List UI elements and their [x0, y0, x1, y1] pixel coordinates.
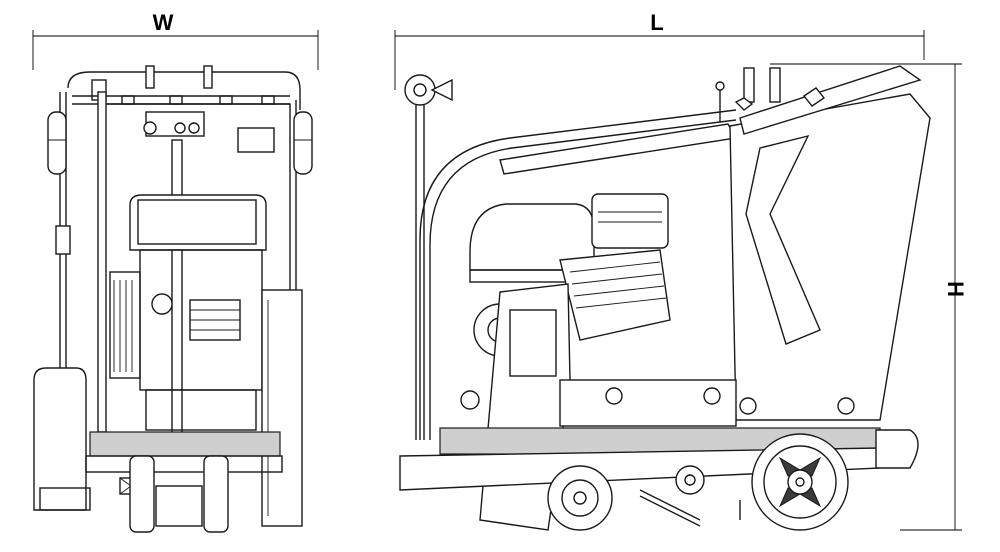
left-grip [47, 111, 67, 175]
width-dimension: W [32, 10, 319, 70]
front-wheel-right [203, 455, 229, 533]
recoil-starter [109, 271, 141, 379]
right-grip [293, 111, 313, 175]
air-filter [591, 193, 669, 249]
front-view [33, 65, 313, 533]
main-housing [729, 93, 931, 421]
blade-guard-front [261, 289, 303, 527]
front-wheel-left [129, 455, 155, 533]
left-bracket [33, 367, 87, 511]
engine-tank [129, 194, 267, 251]
frame-crossbar [499, 123, 738, 175]
guide-wheel-side [675, 465, 705, 495]
height-dimension: H [770, 63, 968, 531]
length-dimension: L [394, 10, 925, 90]
height-label: H [943, 281, 968, 297]
length-label: L [650, 10, 663, 35]
tow-hook [875, 429, 919, 469]
side-view [399, 65, 931, 531]
rear-wheel-side [751, 433, 849, 531]
width-label: W [153, 10, 174, 35]
front-wheel-side [547, 465, 613, 531]
